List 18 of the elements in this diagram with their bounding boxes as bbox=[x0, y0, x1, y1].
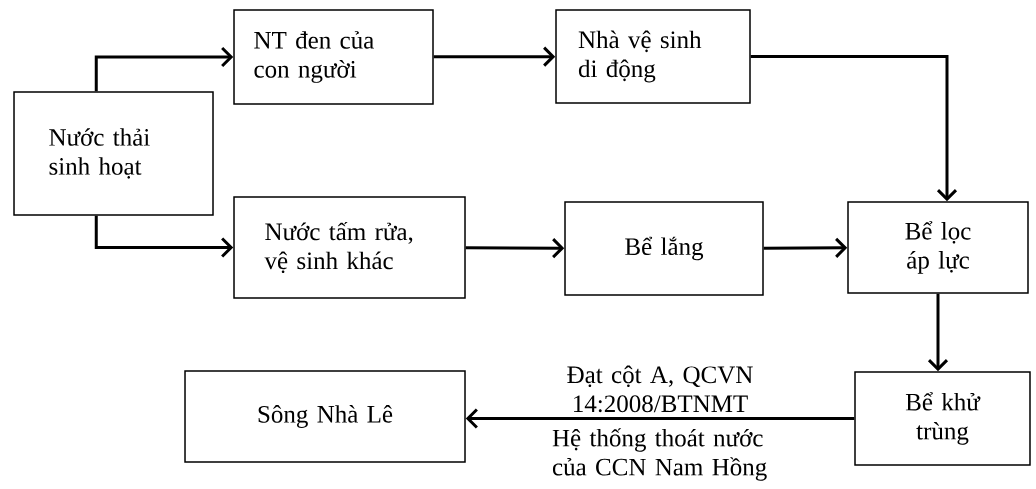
arrow bbox=[465, 408, 855, 429]
arrow bbox=[94, 46, 234, 92]
arrow bbox=[763, 237, 848, 258]
arrow bbox=[433, 46, 556, 67]
arrow bbox=[927, 293, 949, 372]
note: Hệ thống thoát nước của CCN Nam Hồng bbox=[552, 428, 767, 481]
process-box: NT đen của con người bbox=[233, 9, 434, 105]
process-box: Bể lắng bbox=[564, 201, 764, 296]
arrow bbox=[94, 215, 234, 258]
arrow bbox=[465, 238, 565, 259]
process-box: Nhà vệ sinh di động bbox=[555, 9, 751, 104]
process-box: Sông Nhà Lê bbox=[184, 370, 466, 463]
edge-label: Đạt cột A, QCVN 14:2008/BTNMT bbox=[559, 364, 761, 414]
process-box: Bể khử trùng bbox=[854, 371, 1031, 466]
process-box: Bể lọc áp lực bbox=[847, 201, 1029, 294]
arrow bbox=[750, 55, 958, 202]
process-box: Nước thải sinh hoạt bbox=[13, 91, 214, 216]
process-box: Nước tấm rửa, vệ sinh khác bbox=[233, 196, 466, 299]
